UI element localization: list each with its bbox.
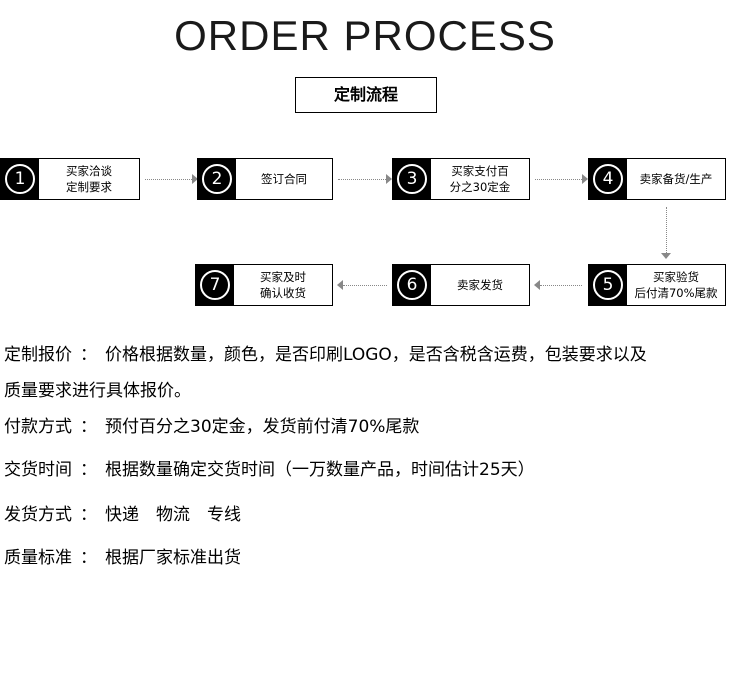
info-separator: ： [80, 417, 97, 437]
step-6: 6 卖家发货 [392, 264, 530, 306]
step-label: 买家洽谈定制要求 [66, 164, 112, 194]
flow-arrow-down [661, 207, 676, 259]
step-label: 卖家备货/生产 [639, 172, 713, 186]
step-2: 2 签订合同 [197, 158, 333, 200]
step-label: 买家及时确认收货 [260, 270, 306, 300]
step-number: 7 [200, 270, 230, 300]
step-number: 1 [5, 164, 35, 194]
step-number-badge: 7 [196, 265, 234, 305]
step-number-badge: 3 [393, 159, 431, 199]
info-quote: 定制报价 ： 价格根据数量，颜色，是否印刷LOGO，是否含税含运费，包装要求以及 [4, 343, 728, 367]
info-value: 快递 物流 专线 [105, 505, 241, 525]
flow-arrow-right [145, 174, 198, 189]
flow-arrow-right [338, 174, 392, 189]
info-value: 预付百分之30定金，发货前付清70%尾款 [105, 417, 420, 437]
info-key: 付款方式 [4, 417, 72, 437]
info-value: 价格根据数量，颜色，是否印刷LOGO，是否含税含运费，包装要求以及 [105, 345, 647, 365]
info-value: 根据厂家标准出货 [105, 548, 241, 568]
info-value: 质量要求进行具体报价。 [4, 381, 191, 401]
info-separator: ： [80, 460, 97, 480]
info-quote-continued: 质量要求进行具体报价。 [4, 379, 728, 403]
step-number-badge: 5 [589, 265, 627, 305]
step-number-badge: 1 [1, 159, 39, 199]
info-key: 交货时间 [4, 460, 72, 480]
info-shipping: 发货方式 ： 快递 物流 专线 [4, 503, 728, 527]
step-number-badge: 2 [198, 159, 236, 199]
step-number-badge: 6 [393, 265, 431, 305]
section-subtitle: 定制流程 [295, 77, 437, 113]
step-label: 买家验货后付清70%尾款 [634, 270, 718, 300]
step-7: 7 买家及时确认收货 [195, 264, 333, 306]
info-key: 发货方式 [4, 505, 72, 525]
info-separator: ： [80, 345, 97, 365]
flow-arrow-left [337, 280, 387, 295]
step-number: 3 [397, 164, 427, 194]
info-key: 质量标准 [4, 548, 72, 568]
step-number: 6 [397, 270, 427, 300]
step-number: 5 [593, 270, 623, 300]
step-3: 3 买家支付百分之30定金 [392, 158, 530, 200]
flow-arrow-right [535, 174, 588, 189]
page-title: ORDER PROCESS [174, 12, 556, 59]
info-quality: 质量标准 ： 根据厂家标准出货 [4, 546, 728, 570]
step-number: 4 [593, 164, 623, 194]
step-label: 签订合同 [261, 172, 307, 186]
step-5: 5 买家验货后付清70%尾款 [588, 264, 726, 306]
info-separator: ： [80, 548, 97, 568]
info-delivery-time: 交货时间 ： 根据数量确定交货时间（一万数量产品，时间估计25天） [4, 458, 728, 482]
step-1: 1 买家洽谈定制要求 [0, 158, 140, 200]
step-label: 买家支付百分之30定金 [449, 164, 511, 194]
step-number-badge: 4 [589, 159, 627, 199]
info-payment: 付款方式 ： 预付百分之30定金，发货前付清70%尾款 [4, 415, 728, 439]
flow-arrow-left [534, 280, 582, 295]
info-key: 定制报价 [4, 345, 72, 365]
step-label: 卖家发货 [457, 278, 503, 292]
step-number: 2 [202, 164, 232, 194]
info-value: 根据数量确定交货时间（一万数量产品，时间估计25天） [105, 460, 535, 480]
info-separator: ： [80, 505, 97, 525]
step-4: 4 卖家备货/生产 [588, 158, 726, 200]
